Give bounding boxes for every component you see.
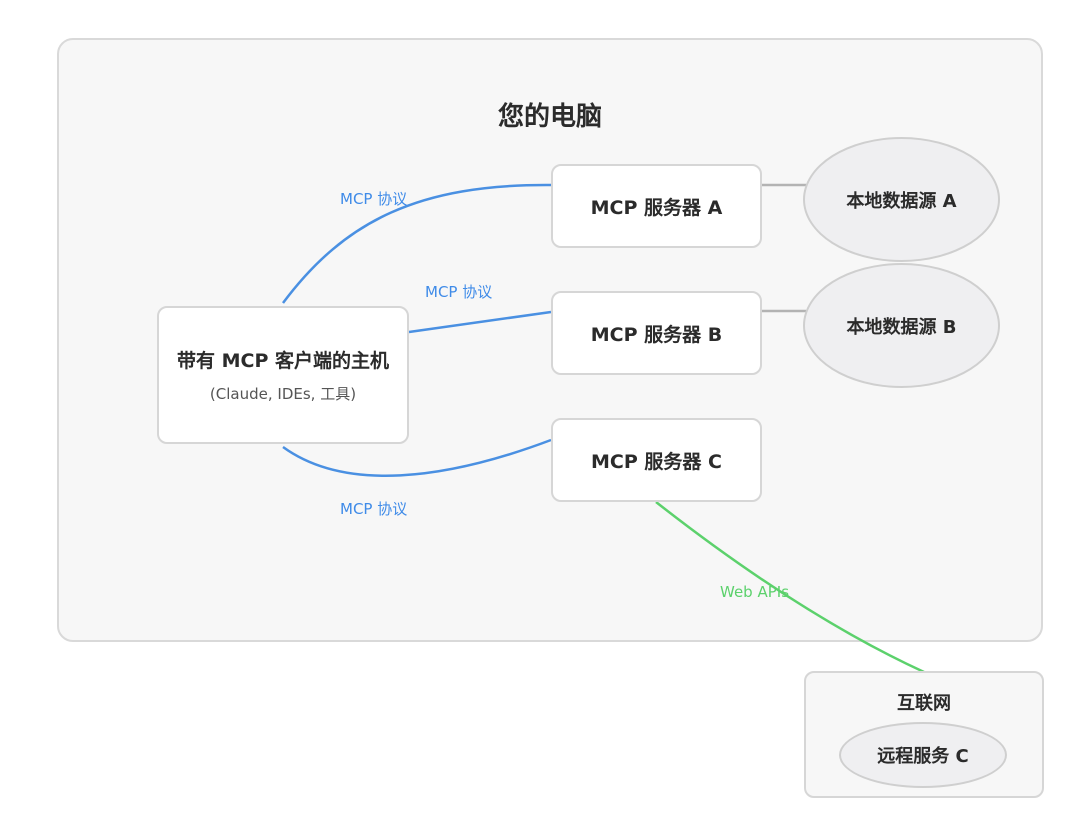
- server-a-label: MCP 服务器 A: [590, 196, 723, 219]
- server-b-label: MCP 服务器 B: [590, 323, 723, 346]
- server-c-box: MCP 服务器 C: [551, 418, 762, 502]
- web-apis-label: Web APIs: [720, 583, 790, 601]
- server-a-box: MCP 服务器 A: [551, 164, 762, 248]
- protocol-link-a: [281, 183, 552, 304]
- host-title: 带有 MCP 客户端的主机: [176, 350, 389, 372]
- host-subtitle: (Claude, IDEs, 工具): [209, 385, 357, 403]
- protocol-label-a: MCP 协议: [340, 190, 408, 208]
- protocol-label-c: MCP 协议: [340, 500, 408, 518]
- server-c-label: MCP 服务器 C: [591, 450, 722, 473]
- remote-service-c: 远程服务 C: [839, 722, 1007, 788]
- protocol-link-c: [282, 438, 552, 478]
- protocol-label-b: MCP 协议: [425, 283, 493, 301]
- server-b-box: MCP 服务器 B: [551, 291, 762, 375]
- host-box: 带有 MCP 客户端的主机 (Claude, IDEs, 工具): [157, 306, 409, 444]
- protocol-link-b: [408, 310, 552, 334]
- web-api-link: [655, 501, 925, 674]
- data-source-a: 本地数据源 A: [803, 137, 1000, 262]
- internet-title: 互联网: [897, 693, 951, 714]
- data-source-b: 本地数据源 B: [803, 263, 1000, 388]
- computer-title: 您的电脑: [497, 102, 602, 132]
